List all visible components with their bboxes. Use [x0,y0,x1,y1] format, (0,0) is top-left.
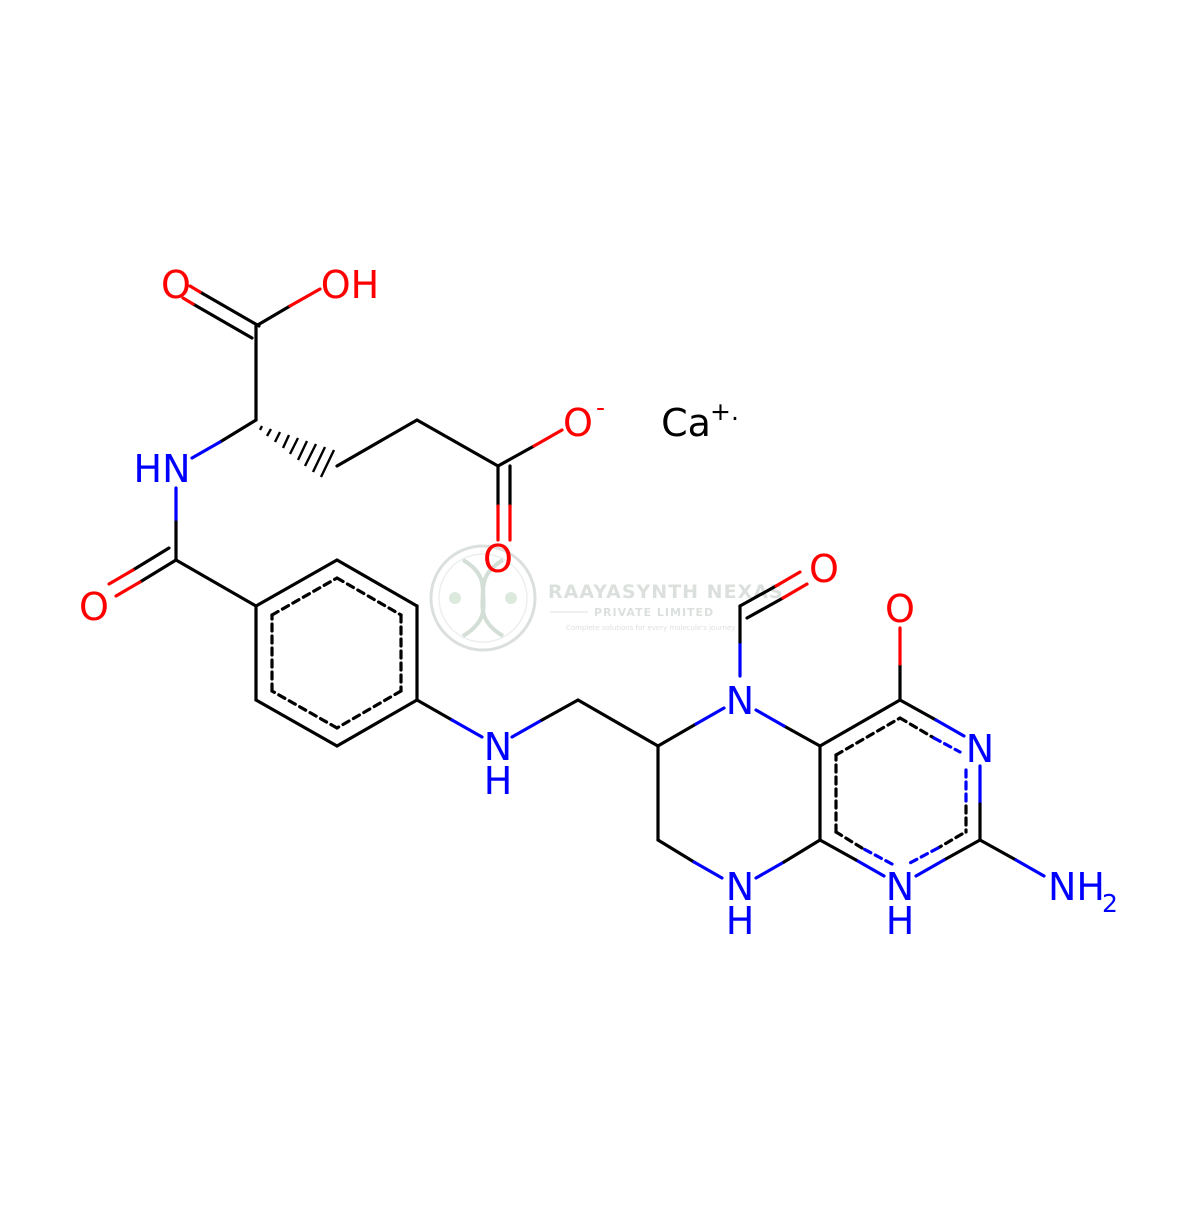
bond [138,558,178,584]
bond [656,838,696,864]
stereo-hashed-wedge [258,425,336,478]
atom-o-keto: O [885,587,915,631]
atom-nh2-subscript: 2 [1102,889,1118,918]
bond [335,418,419,468]
atom-n-pyrimidine: N [966,727,994,771]
bond [738,584,778,608]
bond [254,304,292,328]
bond [656,722,698,748]
bond [942,838,982,862]
bond [218,418,258,444]
bond [754,860,786,880]
aromatic-inner-ring [270,576,403,730]
atom-o-acid-carbonyl: O [161,263,191,307]
watermark-logo-inner-ring [438,553,528,643]
bond [254,558,339,608]
watermark-title: RAAYASYNTH NEXAS [548,581,784,603]
atom-o-minus: O [563,401,593,445]
atom-calcium: Ca [661,401,711,445]
bond [782,724,822,748]
bond [496,444,536,468]
charge-calcium: +. [710,397,739,426]
atom-nh-pyr-n: N [886,865,914,909]
atom-nh-linker-h: H [484,759,513,803]
atom-nh-linker-n: N [484,725,512,769]
bond [510,718,544,739]
atom-n-formyl: N [726,679,754,723]
dna-helix-icon [461,558,505,638]
bond [415,698,454,722]
watermark: RAAYASYNTH NEXAS PRIVATE LIMITED Complet… [429,544,784,652]
watermark-tagline: Complete solutions for every molecule's … [566,624,735,632]
aromatic-inner-ring [834,716,968,866]
bond [818,698,902,748]
atom-o-amide: O [79,585,109,629]
atom-nh-pyr-h: H [886,899,915,943]
atom-nh-ring-n: N [726,865,754,909]
bond [898,698,938,722]
charge-minus: - [596,393,605,422]
watermark-subtitle: PRIVATE LIMITED [594,606,714,619]
atom-labels: O OH O - Ca +. HN O O O N O N N H N H N … [79,263,1118,943]
bond [978,838,1018,862]
bond [198,290,261,328]
bond [415,418,500,468]
atom-oh-acid: OH [321,263,379,307]
atom-nh-ring-h: H [726,899,755,943]
bonds [107,284,1046,880]
bond [576,698,660,748]
atom-o-side-carbonyl: O [483,537,513,581]
bond [174,558,258,608]
atom-nh2: NH [1048,865,1105,909]
watermark-logo-ring [429,544,537,652]
bond [854,858,886,878]
atom-o-formyl: O [809,547,839,591]
atom-nh-amide: HN [134,447,191,491]
